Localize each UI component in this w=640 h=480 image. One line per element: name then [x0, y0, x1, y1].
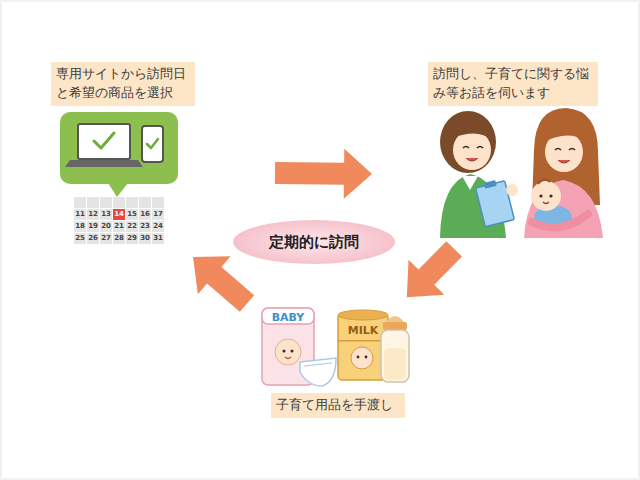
- calendar-date: 20: [98, 223, 114, 230]
- package-brand: BABY: [262, 312, 314, 323]
- diaper-package-part: [275, 339, 301, 365]
- cycle-arrow: [193, 256, 254, 312]
- mother-with-baby-part: [543, 202, 549, 204]
- staff-woman-part: [506, 184, 518, 196]
- mother-with-baby-part: [524, 180, 603, 238]
- calendar-cell: [152, 197, 164, 208]
- staff-woman-part: [452, 128, 492, 140]
- calendar-date: 17: [150, 211, 166, 218]
- calendar-date: 31: [150, 235, 166, 242]
- calendar-date: 13: [98, 211, 114, 218]
- mother-with-baby-part: [532, 214, 588, 227]
- ellipse-shape: [233, 220, 395, 264]
- calendar-date: 23: [137, 223, 153, 230]
- milk-can-part: [357, 356, 360, 359]
- diaper-package-part: [262, 308, 314, 324]
- calendar-cell: [87, 197, 99, 208]
- calendar: [74, 197, 164, 244]
- device-bubble: [60, 112, 178, 197]
- calendar-date: 29: [124, 235, 140, 242]
- calendar-date: 22: [124, 223, 140, 230]
- step-box: 訪問し、子育てに関する悩 み等お話を伺います: [420, 58, 605, 246]
- cycle-arrow: [275, 149, 372, 199]
- calendar-date: 21: [111, 223, 127, 230]
- calendar-date: 18: [72, 223, 88, 230]
- mother-with-baby-part: [539, 194, 542, 197]
- diaper-package-part: [291, 350, 294, 353]
- diaper-part: [300, 358, 336, 386]
- device-bubble-part: [142, 126, 163, 162]
- device-bubble-part: [60, 112, 178, 184]
- mother-with-baby-part: [544, 130, 586, 142]
- device-bubble-part: [65, 160, 143, 167]
- staff-woman-part: [475, 178, 515, 227]
- calendar-cell: [100, 197, 112, 208]
- calendar-cell: [139, 197, 151, 208]
- staff-woman-part-part: [484, 180, 497, 189]
- step-label: 子育て用品を手渡し: [271, 393, 405, 418]
- staff-woman-part: [463, 147, 483, 149]
- device-bubble-part: [147, 139, 158, 148]
- mother-with-baby-part: [558, 160, 570, 163]
- milk-can-part: [338, 310, 388, 320]
- calendar-date: 15: [124, 211, 140, 218]
- calendar-cell: [113, 197, 125, 208]
- cycle-center: 定期的に訪問: [232, 219, 396, 265]
- mother-with-baby-part: [555, 149, 575, 151]
- diaper-package-part: [285, 357, 291, 359]
- diaper-package-part: [283, 350, 286, 353]
- mother-with-baby-part: [531, 181, 561, 211]
- calendar-date: 14: [111, 211, 127, 218]
- staff-woman-part: [453, 130, 491, 170]
- baby-bottle-part: [383, 322, 407, 330]
- mother-with-baby: [524, 108, 603, 238]
- device-bubble-part: [94, 133, 114, 148]
- calendar-date: 28: [111, 235, 127, 242]
- mother-with-baby-part: [549, 194, 552, 197]
- calendar-date: 24: [150, 223, 166, 230]
- staff-woman-part: [440, 111, 496, 173]
- calendar-date: 12: [85, 211, 101, 218]
- calendar-date: 25: [72, 235, 88, 242]
- calendar-cell: [126, 197, 138, 208]
- baby-bottle-part: [386, 316, 404, 322]
- can-brand: MILK: [338, 325, 388, 336]
- calendar-date: 26: [85, 235, 101, 242]
- calendar-date: 30: [137, 235, 153, 242]
- calendar-date: 16: [137, 211, 153, 218]
- calendar-date: 19: [85, 223, 101, 230]
- step-label: 訪問し、子育てに関する悩 み等お話を伺います: [428, 62, 598, 106]
- calendar-cell: [74, 197, 86, 208]
- baby-bottle: [381, 316, 409, 382]
- staff-woman-part: [466, 158, 478, 161]
- device-bubble-part: [78, 124, 130, 159]
- baby-bottle-part: [381, 330, 409, 382]
- calendar-date: 27: [98, 235, 114, 242]
- milk-can-part: [365, 356, 368, 359]
- calendar-date: 11: [72, 211, 88, 218]
- mother-with-baby-part: [538, 179, 550, 184]
- center-label: 定期的に訪問: [269, 231, 359, 254]
- step-label: 専用サイトから訪問日 と希望の商品を選択: [51, 62, 195, 106]
- milk-can-part: [351, 347, 373, 369]
- diaper-part: [304, 363, 332, 366]
- staff-woman: [440, 111, 518, 238]
- baby-bottle-part: [384, 348, 406, 380]
- device-bubble-part: [108, 183, 128, 197]
- diaper: [300, 358, 336, 386]
- cycle-arrow: [407, 241, 462, 297]
